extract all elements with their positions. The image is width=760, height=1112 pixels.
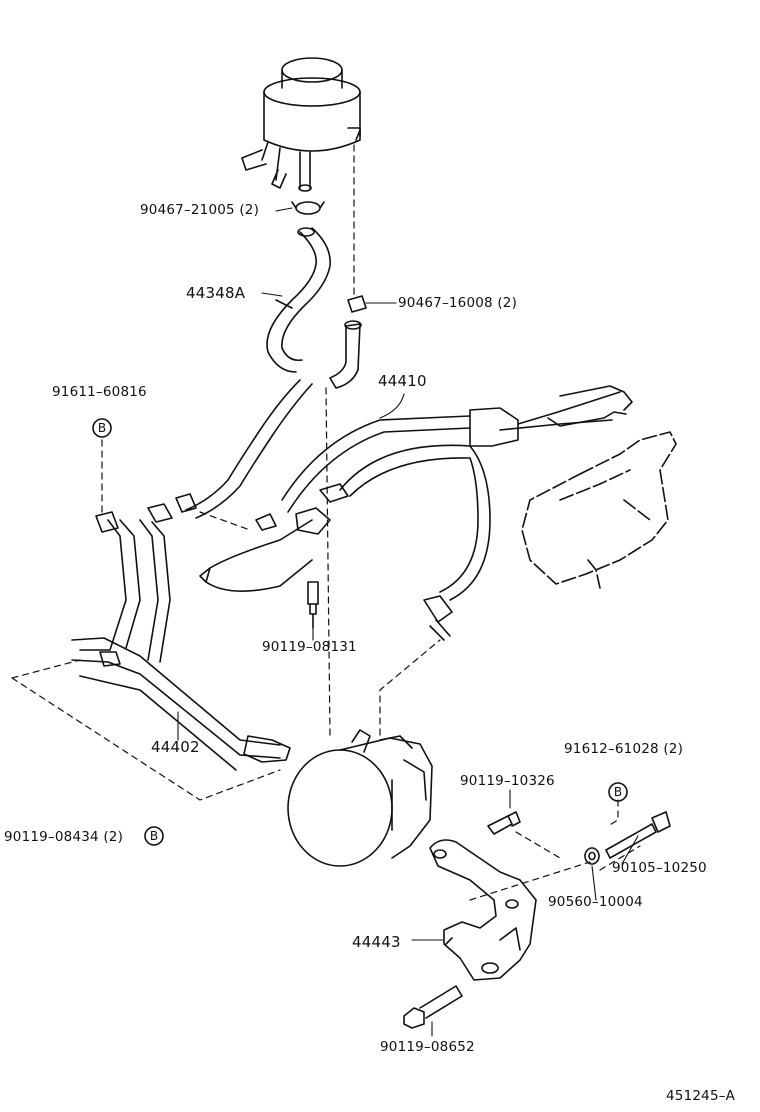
hose-clamp-mid: [329, 295, 367, 389]
steering-gear: [521, 431, 677, 589]
cooler-tube: [71, 493, 291, 771]
reservoir-tank: [241, 57, 361, 192]
bolt-10326: [487, 811, 521, 835]
callout-b-left: [92, 418, 112, 438]
label-clamp-mid: 90467–16008 (2): [398, 295, 518, 311]
label-bracket-bolt-left: 91611–60816: [52, 384, 147, 400]
label-bolt-10250: 90105–10250: [612, 860, 707, 876]
bolt-10250: [605, 811, 671, 859]
label-bolt-10326: 90119–10326: [460, 773, 555, 789]
label-washer: 90560–10004: [548, 894, 643, 910]
label-stud-bolt: 91612–61028 (2): [564, 741, 684, 757]
label-union-bolt: 90119–08131: [262, 639, 357, 655]
bolt-08652: [403, 985, 463, 1029]
callout-b-bottom: [144, 826, 164, 846]
hose-clamp-top: [291, 201, 325, 215]
power-steering-pump: [287, 729, 433, 867]
callout-b-right-letter: B: [614, 785, 622, 799]
callout-b-right: [608, 782, 628, 802]
callout-b-left-letter: B: [98, 421, 106, 435]
label-clamp-top: 90467–21005 (2): [140, 202, 260, 218]
label-pressure-hose: 44410: [378, 372, 427, 390]
label-cooler-bolt: 90119–08434 (2): [4, 829, 124, 845]
label-cooler-tube: 44402: [151, 738, 200, 756]
label-pump-bracket: 44443: [352, 933, 401, 951]
callout-b-bottom-letter: B: [150, 829, 158, 843]
diagram-id: 451245–A: [666, 1088, 736, 1104]
label-return-hose: 44348A: [186, 284, 246, 302]
union-bolt: [307, 581, 319, 629]
return-hose: [266, 227, 331, 373]
label-bolt-bottom: 90119–08652: [380, 1039, 475, 1055]
washer: [584, 847, 600, 865]
pressure-hose-assembly: [185, 379, 633, 641]
pump-bracket: [429, 839, 537, 981]
